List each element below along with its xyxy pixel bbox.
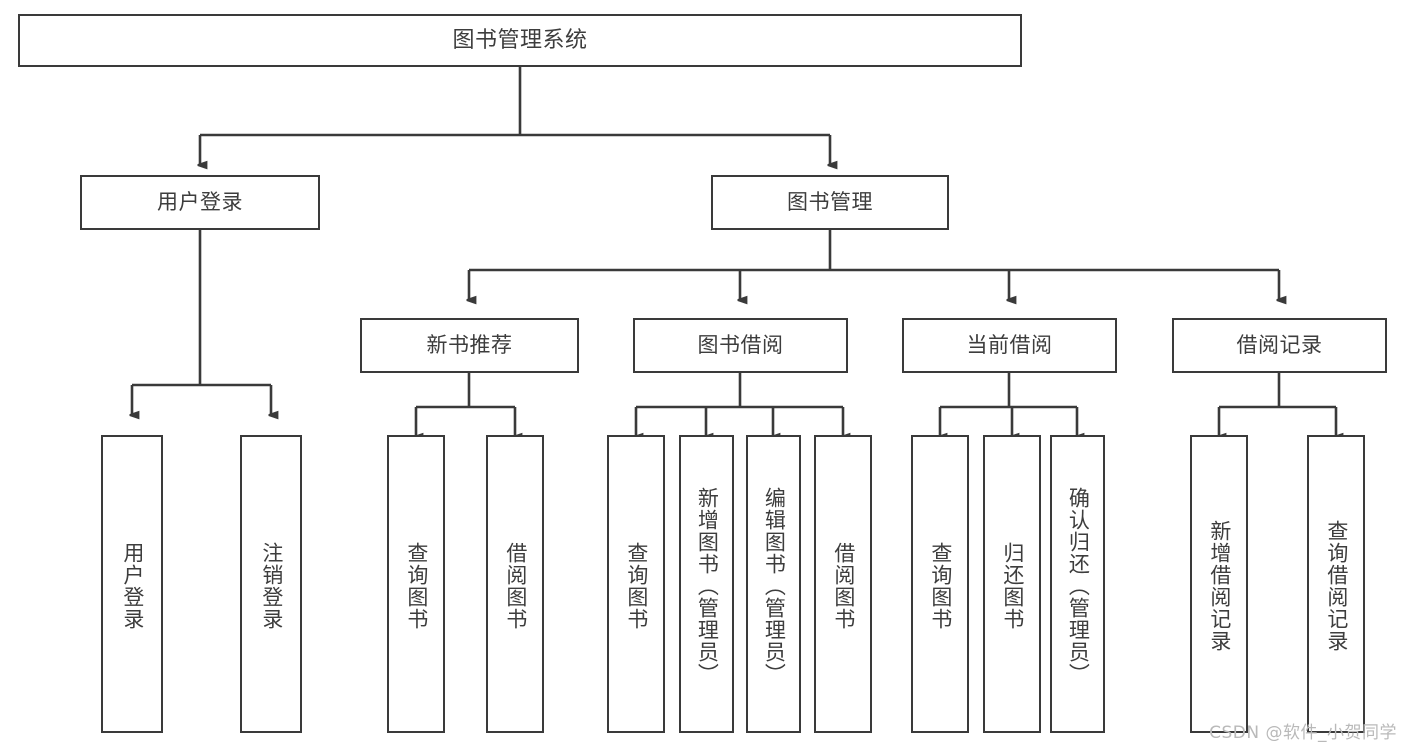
node-leaf-query-book-1[interactable]: 查询图书 <box>387 435 445 733</box>
node-leaf-query-book-2-label: 查询图书 <box>624 542 649 630</box>
node-new-book-recommend[interactable]: 新书推荐 <box>360 318 579 373</box>
node-book-manage[interactable]: 图书管理 <box>711 175 949 230</box>
node-leaf-confirm-return[interactable]: 确认归还（管理员） <box>1050 435 1105 733</box>
node-leaf-add-record-label: 新增借阅记录 <box>1207 520 1232 652</box>
node-leaf-user-login[interactable]: 用户登录 <box>101 435 163 733</box>
node-book-borrow[interactable]: 图书借阅 <box>633 318 848 373</box>
node-current-borrow[interactable]: 当前借阅 <box>902 318 1117 373</box>
node-leaf-return-book-label: 归还图书 <box>1000 542 1025 630</box>
node-leaf-add-book[interactable]: 新增图书（管理员） <box>679 435 734 733</box>
node-book-borrow-label: 图书借阅 <box>697 333 784 358</box>
node-leaf-confirm-return-label: 确认归还（管理员） <box>1066 487 1091 685</box>
node-leaf-logout[interactable]: 注销登录 <box>240 435 302 733</box>
node-book-manage-label: 图书管理 <box>787 190 873 215</box>
node-leaf-add-record[interactable]: 新增借阅记录 <box>1190 435 1248 733</box>
node-leaf-add-book-label: 新增图书（管理员） <box>695 487 720 685</box>
node-leaf-borrow-book-2[interactable]: 借阅图书 <box>814 435 872 733</box>
node-borrow-record-label: 借阅记录 <box>1236 333 1323 358</box>
node-borrow-record[interactable]: 借阅记录 <box>1172 318 1387 373</box>
node-leaf-logout-label: 注销登录 <box>259 542 284 630</box>
node-leaf-borrow-book-1[interactable]: 借阅图书 <box>486 435 544 733</box>
node-current-borrow-label: 当前借阅 <box>966 333 1053 358</box>
node-leaf-query-book-3[interactable]: 查询图书 <box>911 435 969 733</box>
node-new-book-recommend-label: 新书推荐 <box>426 333 513 358</box>
node-user-login-label: 用户登录 <box>157 190 243 215</box>
watermark-text: CSDN @软件_小贺同学 <box>1209 723 1397 743</box>
node-leaf-return-book[interactable]: 归还图书 <box>983 435 1041 733</box>
node-root[interactable]: 图书管理系统 <box>18 14 1022 67</box>
node-leaf-user-login-label: 用户登录 <box>120 542 145 630</box>
node-root-label: 图书管理系统 <box>452 27 588 53</box>
node-leaf-edit-book-label: 编辑图书（管理员） <box>762 487 787 685</box>
node-leaf-query-book-3-label: 查询图书 <box>928 542 953 630</box>
node-leaf-query-record[interactable]: 查询借阅记录 <box>1307 435 1365 733</box>
node-leaf-query-book-1-label: 查询图书 <box>404 542 429 630</box>
node-leaf-query-book-2[interactable]: 查询图书 <box>607 435 665 733</box>
node-leaf-borrow-book-1-label: 借阅图书 <box>503 542 528 630</box>
node-leaf-query-record-label: 查询借阅记录 <box>1324 520 1349 652</box>
node-leaf-edit-book[interactable]: 编辑图书（管理员） <box>746 435 801 733</box>
node-leaf-borrow-book-2-label: 借阅图书 <box>831 542 856 630</box>
node-user-login[interactable]: 用户登录 <box>80 175 320 230</box>
